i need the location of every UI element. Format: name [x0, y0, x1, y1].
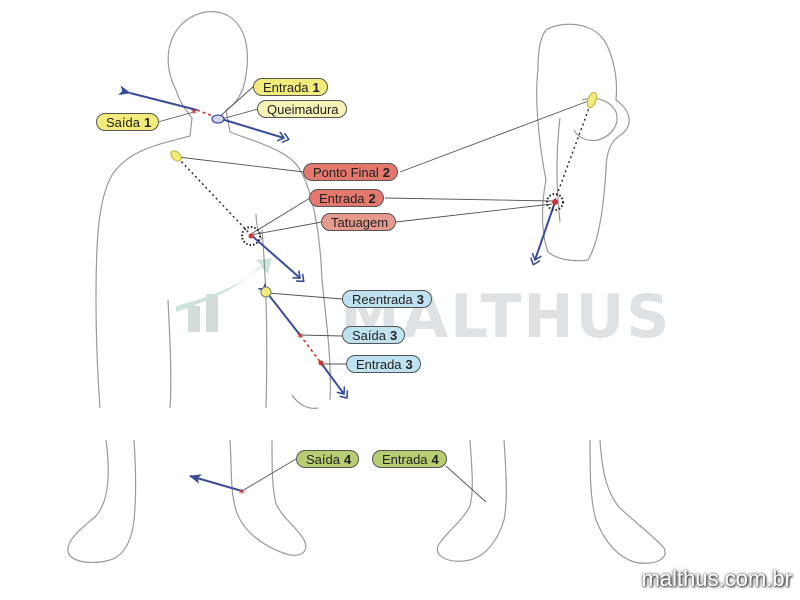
watermark-logo-icon — [176, 258, 272, 332]
bullet-endpoint-2 — [170, 150, 182, 162]
trajectory-2-side — [535, 91, 598, 260]
exit-star-1: ✶ — [190, 107, 198, 118]
exit-star-4: ✶ — [238, 487, 246, 498]
feet-outline — [67, 439, 666, 564]
exit-star-3: ✶ — [296, 331, 304, 342]
bullet-endpoint-side — [586, 91, 598, 109]
burn-mark — [211, 114, 225, 124]
leader-lines — [157, 85, 592, 503]
front-body-outline — [95, 11, 331, 409]
tattoo-ring-front — [241, 226, 261, 246]
trajectory-2-front — [170, 150, 300, 278]
reentry-mark — [260, 286, 272, 298]
website-credit: malthus.com.br — [641, 566, 792, 591]
trajectory-1: ✶ — [118, 85, 284, 138]
side-body-outline — [536, 23, 630, 262]
trajectory-3: ✶ — [257, 282, 344, 394]
trajectory-4: ✶ — [189, 474, 246, 498]
tattoo-ring-side — [546, 193, 564, 211]
label-queimadura: Queimadura — [257, 100, 347, 118]
label-tatuagem: Tatuagem — [321, 213, 397, 231]
